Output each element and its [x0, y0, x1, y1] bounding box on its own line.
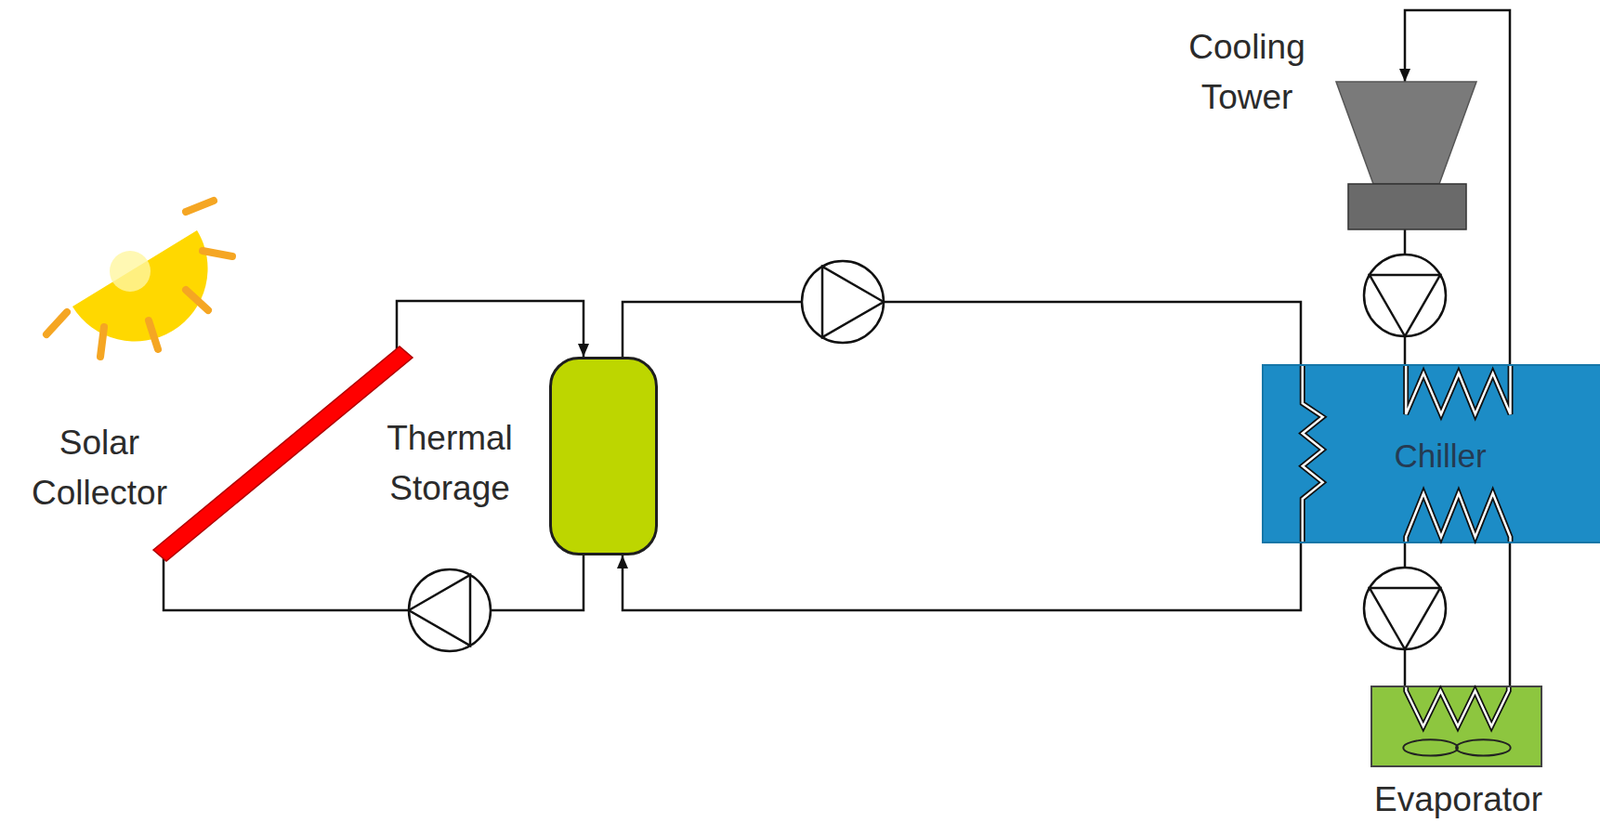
evaporator-unit-outline — [1372, 687, 1541, 766]
solar-collector-outline — [148, 345, 414, 564]
pump-symbol — [801, 261, 884, 343]
node-label: Evaporator — [1330, 774, 1587, 823]
cooling-tower: Cooling Tower — [1336, 81, 1477, 230]
cooling-tower-outline — [1336, 81, 1477, 230]
node-label: Thermal Storage — [358, 413, 541, 513]
pipe-connector — [622, 301, 1301, 365]
pump-symbol — [408, 569, 491, 652]
sun-icon — [46, 200, 233, 357]
evaporator-unit: Evaporator — [1370, 685, 1543, 768]
pipe-connector — [163, 555, 584, 611]
pipe-connector — [1508, 543, 1512, 686]
pipe-connector — [396, 301, 584, 357]
thermal-storage-tank: Thermal Storage — [549, 356, 658, 556]
chiller-unit: Chiller — [1261, 364, 1600, 544]
node-label: Chiller — [1361, 432, 1520, 481]
pump-symbol — [1363, 254, 1446, 337]
node-label: Cooling Tower — [1163, 22, 1331, 122]
pipe-connector — [622, 543, 1301, 611]
node-label: Solar Collector — [11, 418, 188, 518]
pump-symbol — [1363, 567, 1446, 650]
solar-collector: Solar Collector — [148, 345, 414, 564]
